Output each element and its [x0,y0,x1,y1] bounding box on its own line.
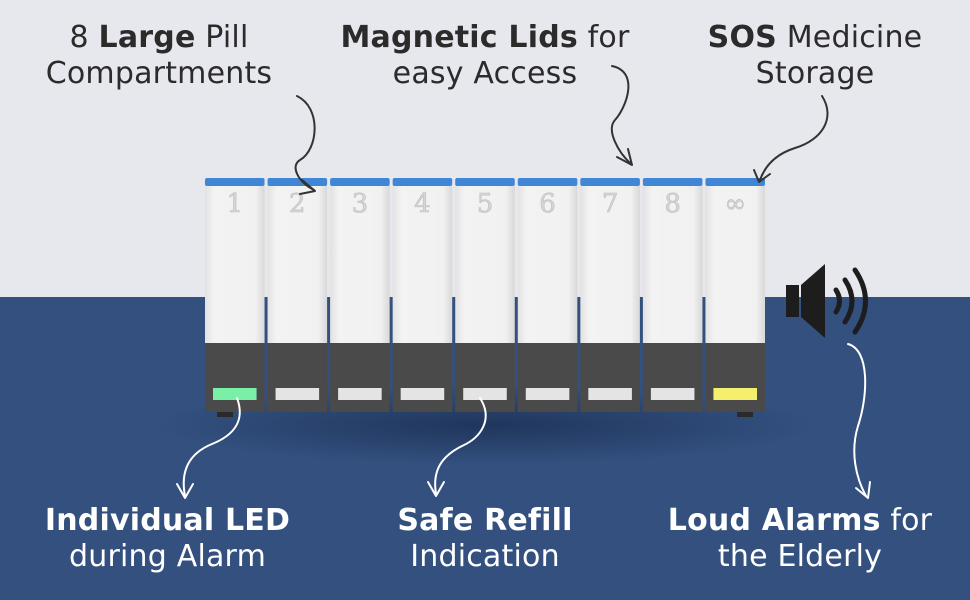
led-indicator [463,388,507,400]
caption-refill-bold: Safe Refill [397,503,573,538]
caption-large-pill-compartments: 8 Large Pill Compartments [0,20,318,92]
compartment-number: 2 [289,189,306,219]
magnetic-lid[interactable] [205,178,265,186]
caption-led-line2: during Alarm [69,539,266,574]
caption-pills-line2: Compartments [45,56,273,91]
magnetic-lid[interactable] [517,178,578,186]
compartment-body [517,186,578,343]
compartment-base [455,343,515,412]
magnetic-lid[interactable] [642,178,703,186]
caption-sos-storage: SOS Medicine Storage [660,20,970,92]
compartment-base [330,343,390,412]
compartment-number: 6 [539,189,556,219]
caption-magnetic-lids: Magnetic Lids for easy Access [330,20,640,92]
caption-alarm-line2: the Elderly [717,539,883,574]
caption-lids-line2: easy Access [392,56,578,91]
compartment-2: 2 [267,178,328,412]
caption-individual-led: Individual LED during Alarm [40,503,295,575]
caption-sos-line2: Storage [755,56,875,91]
device-foot [737,412,753,417]
compartment-5: 5 [455,178,515,412]
caption-pills-prefix: 8 [69,20,99,55]
compartment-1: 1 [205,178,265,412]
led-indicator [588,388,632,400]
device-foot [217,412,233,417]
led-indicator [650,388,695,400]
magnetic-lid[interactable] [330,178,390,186]
led-indicator [525,388,570,400]
compartment-body [642,186,703,343]
caption-sos-bold: SOS [707,20,777,55]
compartment-base [205,343,265,412]
magnetic-lid[interactable] [705,178,765,186]
led-indicator [338,388,382,400]
speaker-icon [786,264,868,338]
compartment-7: 7 [580,178,640,412]
compartment-base [267,343,328,412]
caption-lids-bold: Magnetic Lids [340,20,578,55]
compartment-3: 3 [330,178,390,412]
compartment-base [642,343,703,412]
compartment-9: ∞ [705,178,765,412]
compartment-group: 1 2 3 4 5 6 7 8 ∞ [205,178,765,417]
led-indicator [713,388,757,400]
compartment-number: 7 [602,189,619,219]
compartment-base [580,343,640,412]
compartment-number: 4 [414,189,431,219]
compartment-6: 6 [517,178,578,412]
compartment-number: 1 [227,189,244,219]
compartment-body [580,186,640,343]
compartment-4: 4 [392,178,453,412]
compartment-base [517,343,578,412]
led-indicator [213,388,257,400]
compartment-number: 8 [664,189,681,219]
compartment-body [392,186,453,343]
caption-pills-bold: Large [98,20,196,55]
caption-pills-suffix: Pill [195,20,249,55]
compartment-base [705,343,765,412]
magnetic-lid[interactable] [267,178,328,186]
magnetic-lid[interactable] [455,178,515,186]
compartment-body [705,186,765,343]
caption-alarm-suffix: for [880,503,933,538]
magnetic-lid[interactable] [392,178,453,186]
led-indicator [275,388,320,400]
compartment-body [330,186,390,343]
compartment-base [392,343,453,412]
compartment-number: 3 [352,189,369,219]
magnetic-lid[interactable] [580,178,640,186]
caption-refill-line2: Indication [410,539,560,574]
caption-led-bold: Individual LED [44,503,291,538]
caption-loud-alarms: Loud Alarms for the Elderly [655,503,945,575]
compartment-8: 8 [642,178,703,412]
led-indicator [400,388,445,400]
caption-safe-refill: Safe Refill Indication [360,503,610,575]
caption-alarm-bold: Loud Alarms [667,503,881,538]
compartment-body [455,186,515,343]
caption-lids-suffix: for [577,20,630,55]
compartment-number: ∞ [724,189,746,219]
compartment-body [267,186,328,343]
caption-sos-suffix: Medicine [776,20,923,55]
compartment-body [205,186,265,343]
compartment-number: 5 [477,189,494,219]
